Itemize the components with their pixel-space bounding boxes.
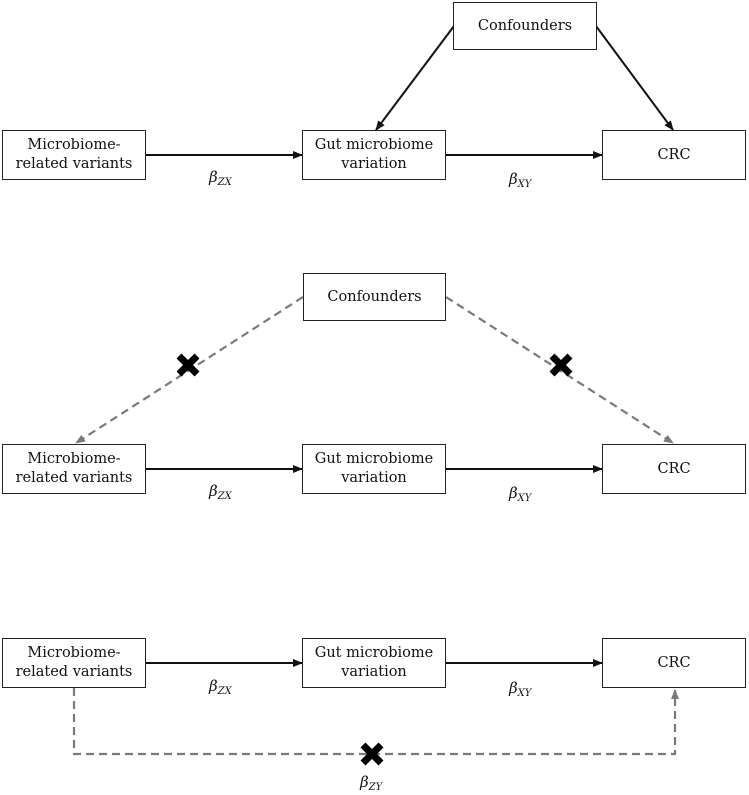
p1-beta-xy-label: βXY	[509, 170, 532, 190]
p2-outcome-label: CRC	[657, 460, 691, 477]
p3-outcome-label: CRC	[657, 654, 691, 671]
p3-exposure-label-line1: Microbiome-	[27, 645, 121, 661]
p2-mediator-box: Gut microbiome variation	[302, 444, 446, 494]
p3-beta-xy-label: βXY	[509, 679, 532, 699]
cross-mark-icon	[549, 353, 573, 377]
cross-mark-icon	[176, 353, 200, 377]
p2-exposure-label-line2: related variants	[15, 470, 133, 486]
p3-exposure-box: Microbiome- related variants	[2, 638, 146, 688]
p1-confounders-box: Confounders	[453, 2, 597, 50]
p3-mediator-box: Gut microbiome variation	[302, 638, 446, 688]
p1-beta-zx-label: βZX	[209, 168, 232, 188]
p2-confounders-label: Confounders	[327, 288, 422, 305]
p2-beta-zx-label: βZX	[209, 482, 232, 502]
p2-confounders-box: Confounders	[303, 273, 446, 321]
p2-beta-xy-label: βXY	[509, 484, 532, 504]
p1-outcome-box: CRC	[602, 130, 746, 180]
p3-mediator-label-line1: Gut microbiome	[314, 645, 434, 661]
p1-mediator-label-line1: Gut microbiome	[314, 137, 434, 153]
p3-beta-zy-label: βZY	[360, 773, 383, 793]
p1-mediator-box: Gut microbiome variation	[302, 130, 446, 180]
p1-exposure-label-line1: Microbiome-	[27, 137, 121, 153]
p3-beta-zx-label: βZX	[209, 677, 232, 697]
p2-mediator-label-line2: variation	[341, 470, 407, 486]
p1-arrow-confounders-to-outcome	[595, 25, 674, 131]
cross-mark-icon	[360, 742, 384, 766]
p1-mediator-label-line2: variation	[341, 156, 407, 172]
p2-exposure-box: Microbiome- related variants	[2, 444, 146, 494]
p1-arrow-confounders-to-mediator	[375, 25, 455, 131]
p3-exposure-label-line2: related variants	[15, 664, 133, 680]
p2-mediator-label-line1: Gut microbiome	[314, 451, 434, 467]
p2-exposure-label-line1: Microbiome-	[27, 451, 121, 467]
p1-exposure-label-line2: related variants	[15, 156, 133, 172]
p3-outcome-box: CRC	[602, 638, 746, 688]
p1-outcome-label: CRC	[657, 146, 691, 163]
p1-exposure-box: Microbiome- related variants	[2, 130, 146, 180]
p1-confounders-label: Confounders	[477, 17, 573, 34]
p2-outcome-box: CRC	[602, 444, 746, 494]
p3-mediator-label-line2: variation	[341, 664, 407, 680]
